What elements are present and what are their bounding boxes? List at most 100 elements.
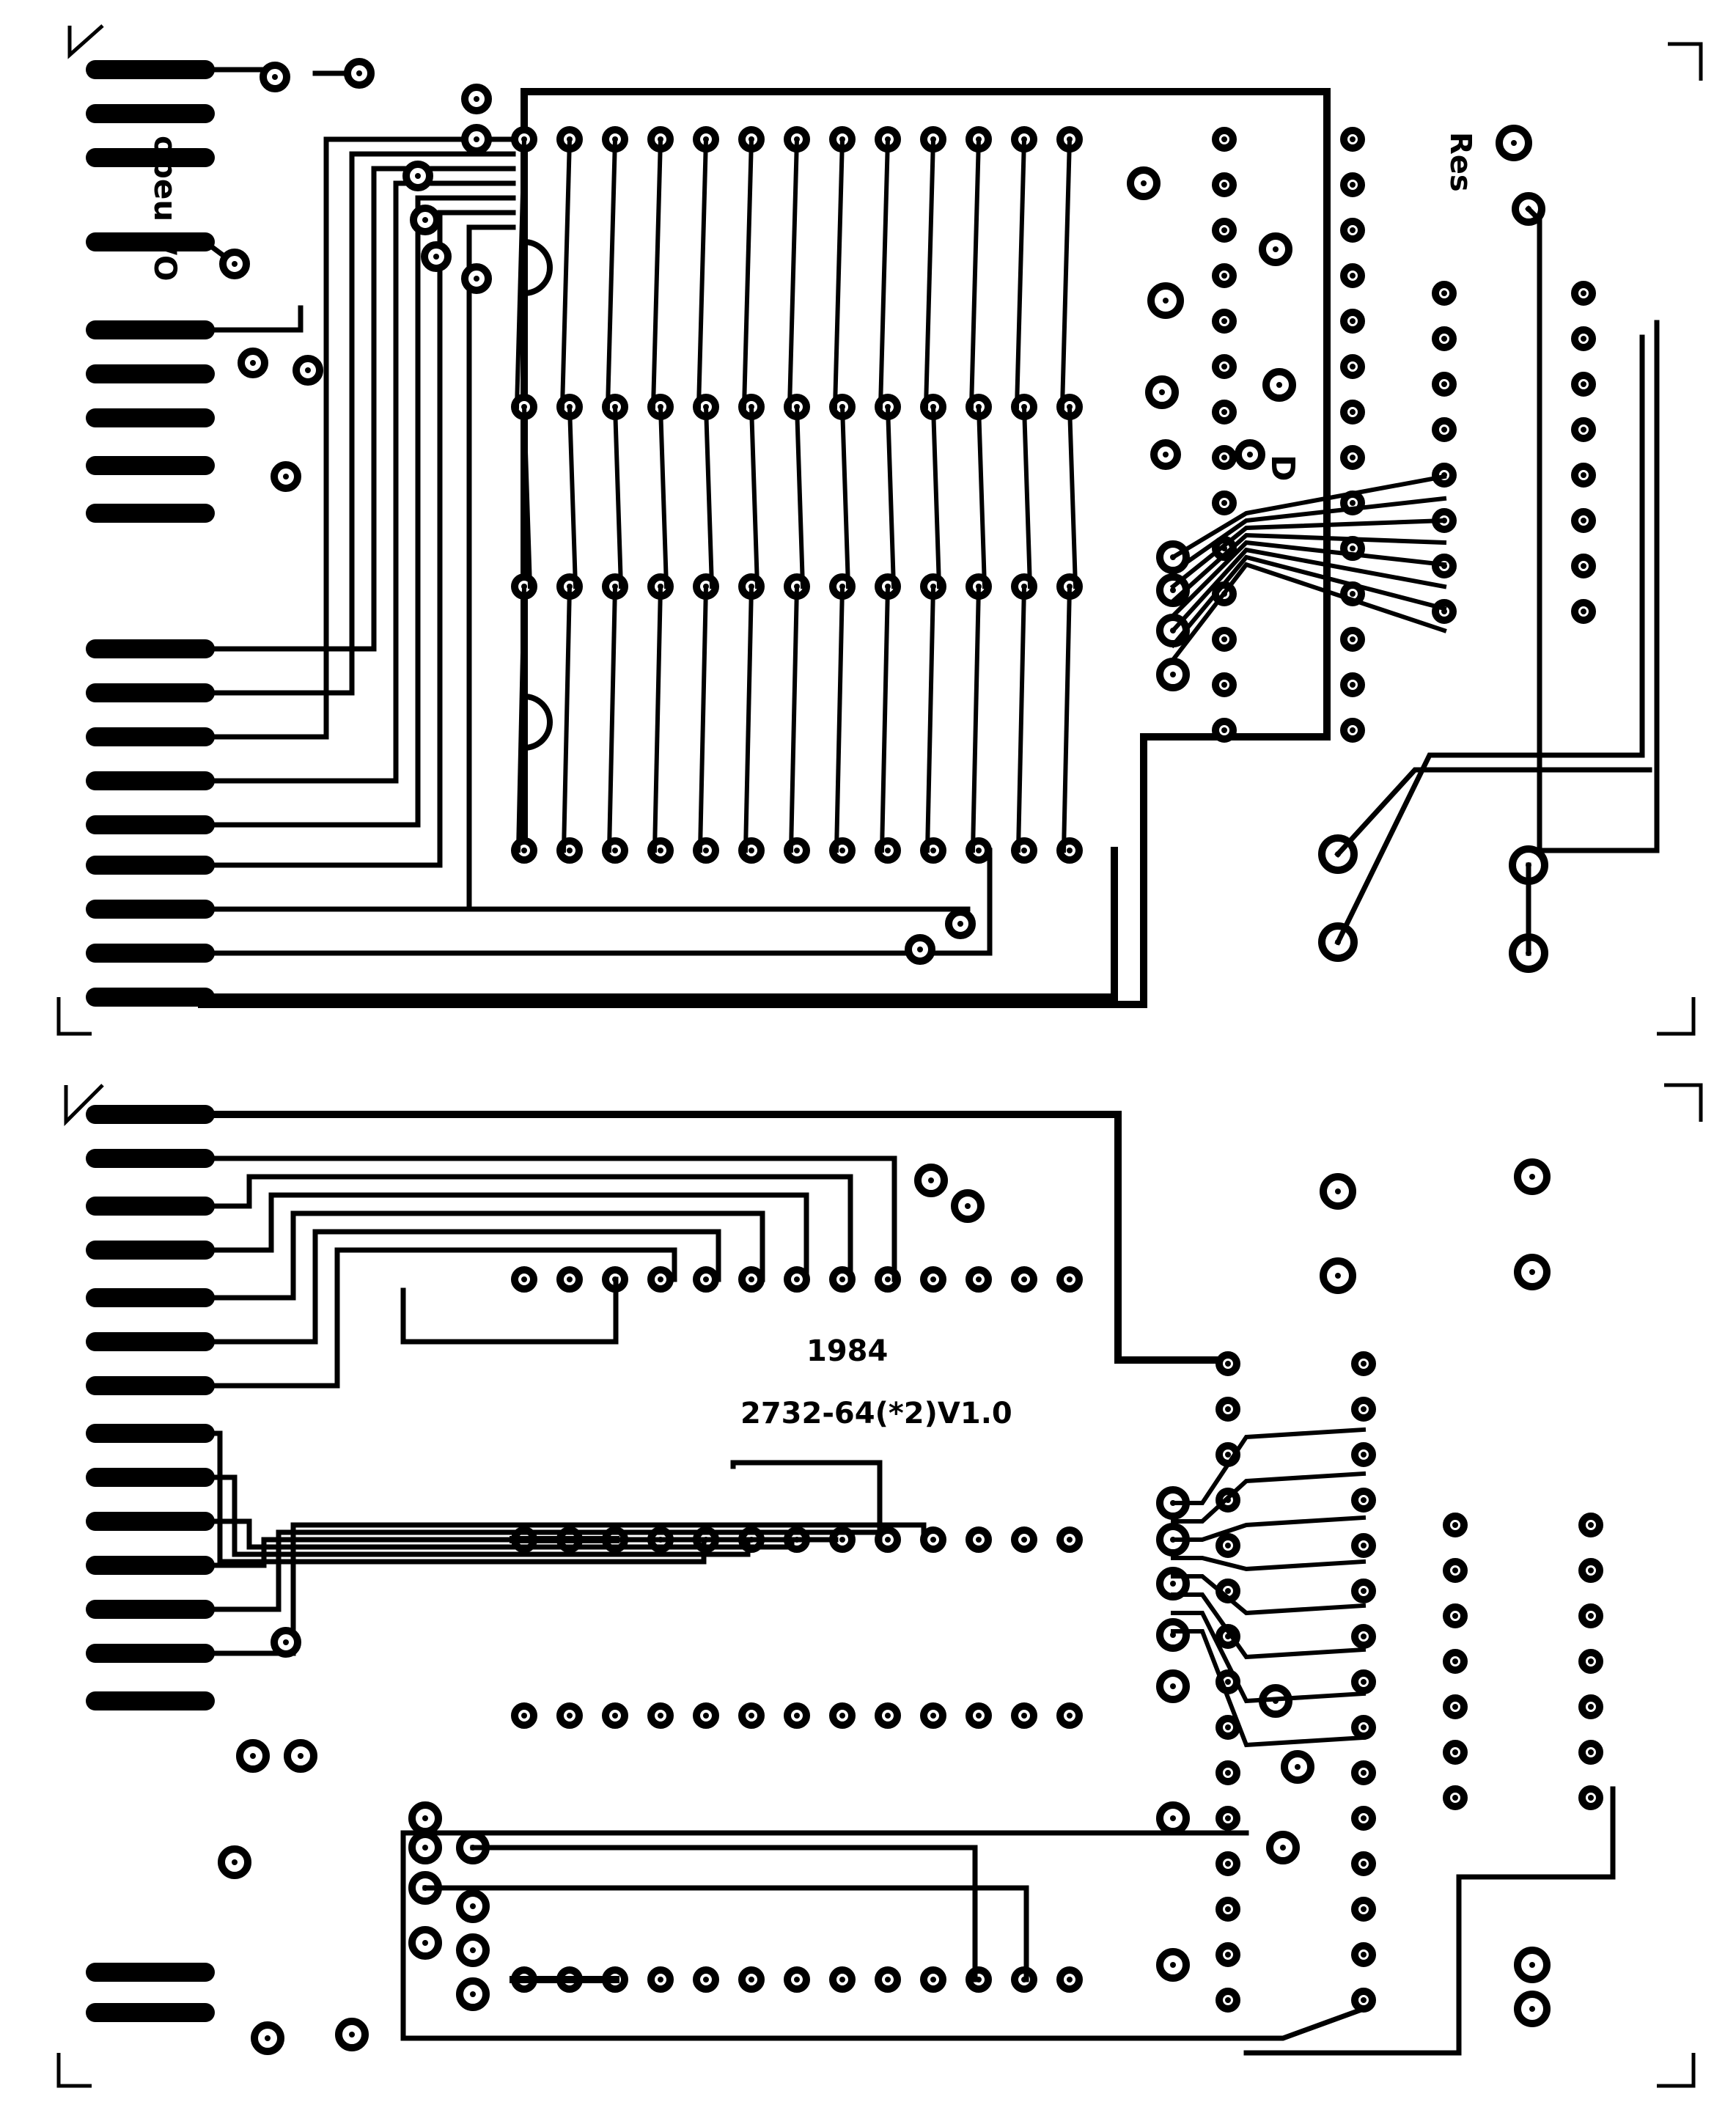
copper-trace (787, 136, 800, 410)
drill-hole (356, 70, 362, 76)
drill-hole (930, 848, 936, 853)
drill-hole (1361, 1406, 1367, 1412)
drill-hole (1221, 273, 1227, 279)
drill-hole (1529, 1174, 1535, 1180)
copper-trace (878, 136, 891, 410)
drill-hole (1581, 427, 1586, 433)
drill-hole (349, 2032, 355, 2037)
drill-hole (1361, 1952, 1367, 1958)
io-open-label: obeu I/O (147, 136, 183, 282)
drill-hole (1361, 1543, 1367, 1548)
bottom-board (86, 1105, 1616, 2056)
drill-hole (1067, 1276, 1073, 1282)
copper-trace (1169, 518, 1447, 590)
copper-trace (605, 136, 618, 410)
drill-hole (567, 1713, 573, 1719)
ic-notch (523, 239, 553, 296)
drill-hole (1225, 1588, 1231, 1594)
copper-trace (1169, 547, 1447, 634)
drill-hole (703, 1276, 709, 1282)
drill-hole (1225, 1861, 1231, 1867)
drill-hole (1221, 409, 1227, 415)
copper-trace (703, 404, 715, 589)
copper-trace (198, 88, 1331, 1008)
drill-hole (1280, 1845, 1286, 1851)
copper-trace (202, 1229, 721, 1345)
drill-hole (1225, 1543, 1231, 1548)
drill-hole (703, 1977, 709, 1982)
crop-mark (67, 24, 104, 59)
drill-hole (521, 1713, 527, 1719)
copper-trace (202, 210, 516, 868)
d-label: D (1264, 455, 1301, 482)
drill-hole (1350, 682, 1356, 688)
drill-hole (250, 1753, 256, 1759)
drill-hole (1021, 848, 1027, 853)
drill-hole (283, 474, 289, 479)
drill-hole (917, 947, 923, 952)
drill-hole (839, 1713, 845, 1719)
drill-hole (1350, 636, 1356, 642)
copper-trace (834, 584, 845, 853)
drill-hole (658, 1713, 663, 1719)
crop-mark (1668, 42, 1703, 81)
copper-trace (832, 136, 845, 410)
drill-hole (1441, 381, 1447, 387)
copper-trace (658, 404, 669, 589)
drill-hole (474, 96, 479, 102)
drill-hole (1221, 727, 1227, 733)
copper-trace (1171, 1592, 1367, 1660)
copper-trace (202, 1111, 1235, 1364)
drill-hole (433, 254, 439, 260)
drill-hole (1276, 382, 1282, 388)
copper-trace (1171, 1427, 1367, 1505)
drill-hole (1170, 672, 1176, 677)
drill-hole (1163, 298, 1169, 304)
drill-hole (1350, 182, 1356, 188)
copper-trace (202, 848, 993, 956)
copper-trace (470, 1845, 978, 1982)
drill-hole (1361, 1861, 1367, 1867)
copper-trace (202, 166, 516, 652)
drill-hole (1350, 318, 1356, 324)
drill-hole (422, 1940, 428, 1946)
copper-trace (202, 1518, 795, 1550)
top-board (86, 58, 1660, 1008)
copper-trace (930, 404, 942, 589)
drill-hole (839, 1276, 845, 1282)
drill-hole (612, 1713, 618, 1719)
drill-hole (521, 848, 527, 853)
copper-trace (650, 136, 663, 410)
drill-hole (1511, 140, 1517, 146)
copper-trace (422, 1885, 1029, 1982)
copper-trace (202, 195, 516, 828)
drill-hole (1225, 1952, 1231, 1958)
drill-hole (1350, 364, 1356, 370)
drill-hole (1221, 636, 1227, 642)
drill-hole (1350, 545, 1356, 551)
drill-hole (305, 367, 311, 373)
copper-trace (202, 1247, 677, 1389)
drill-hole (658, 1977, 663, 1982)
drill-hole (1170, 1683, 1176, 1689)
copper-trace (970, 584, 982, 853)
drill-hole (265, 2035, 271, 2041)
drill-hole (1581, 518, 1586, 523)
crop-mark (1657, 997, 1696, 1036)
drill-hole (885, 1977, 891, 1982)
drill-hole (1067, 848, 1073, 853)
drill-hole (1225, 1406, 1231, 1412)
drill-hole (1588, 1568, 1594, 1573)
copper-trace (1334, 767, 1652, 858)
copper-trace (400, 1276, 619, 1345)
drill-hole (1581, 336, 1586, 342)
drill-hole (1350, 273, 1356, 279)
copper-trace (202, 151, 516, 696)
copper-trace (652, 584, 663, 853)
drill-hole (1170, 1581, 1176, 1587)
copper-trace (1059, 136, 1073, 410)
copper-trace (1171, 1629, 1367, 1748)
copper-trace (567, 404, 578, 589)
drill-hole (957, 921, 963, 927)
drill-hole (930, 1276, 936, 1282)
